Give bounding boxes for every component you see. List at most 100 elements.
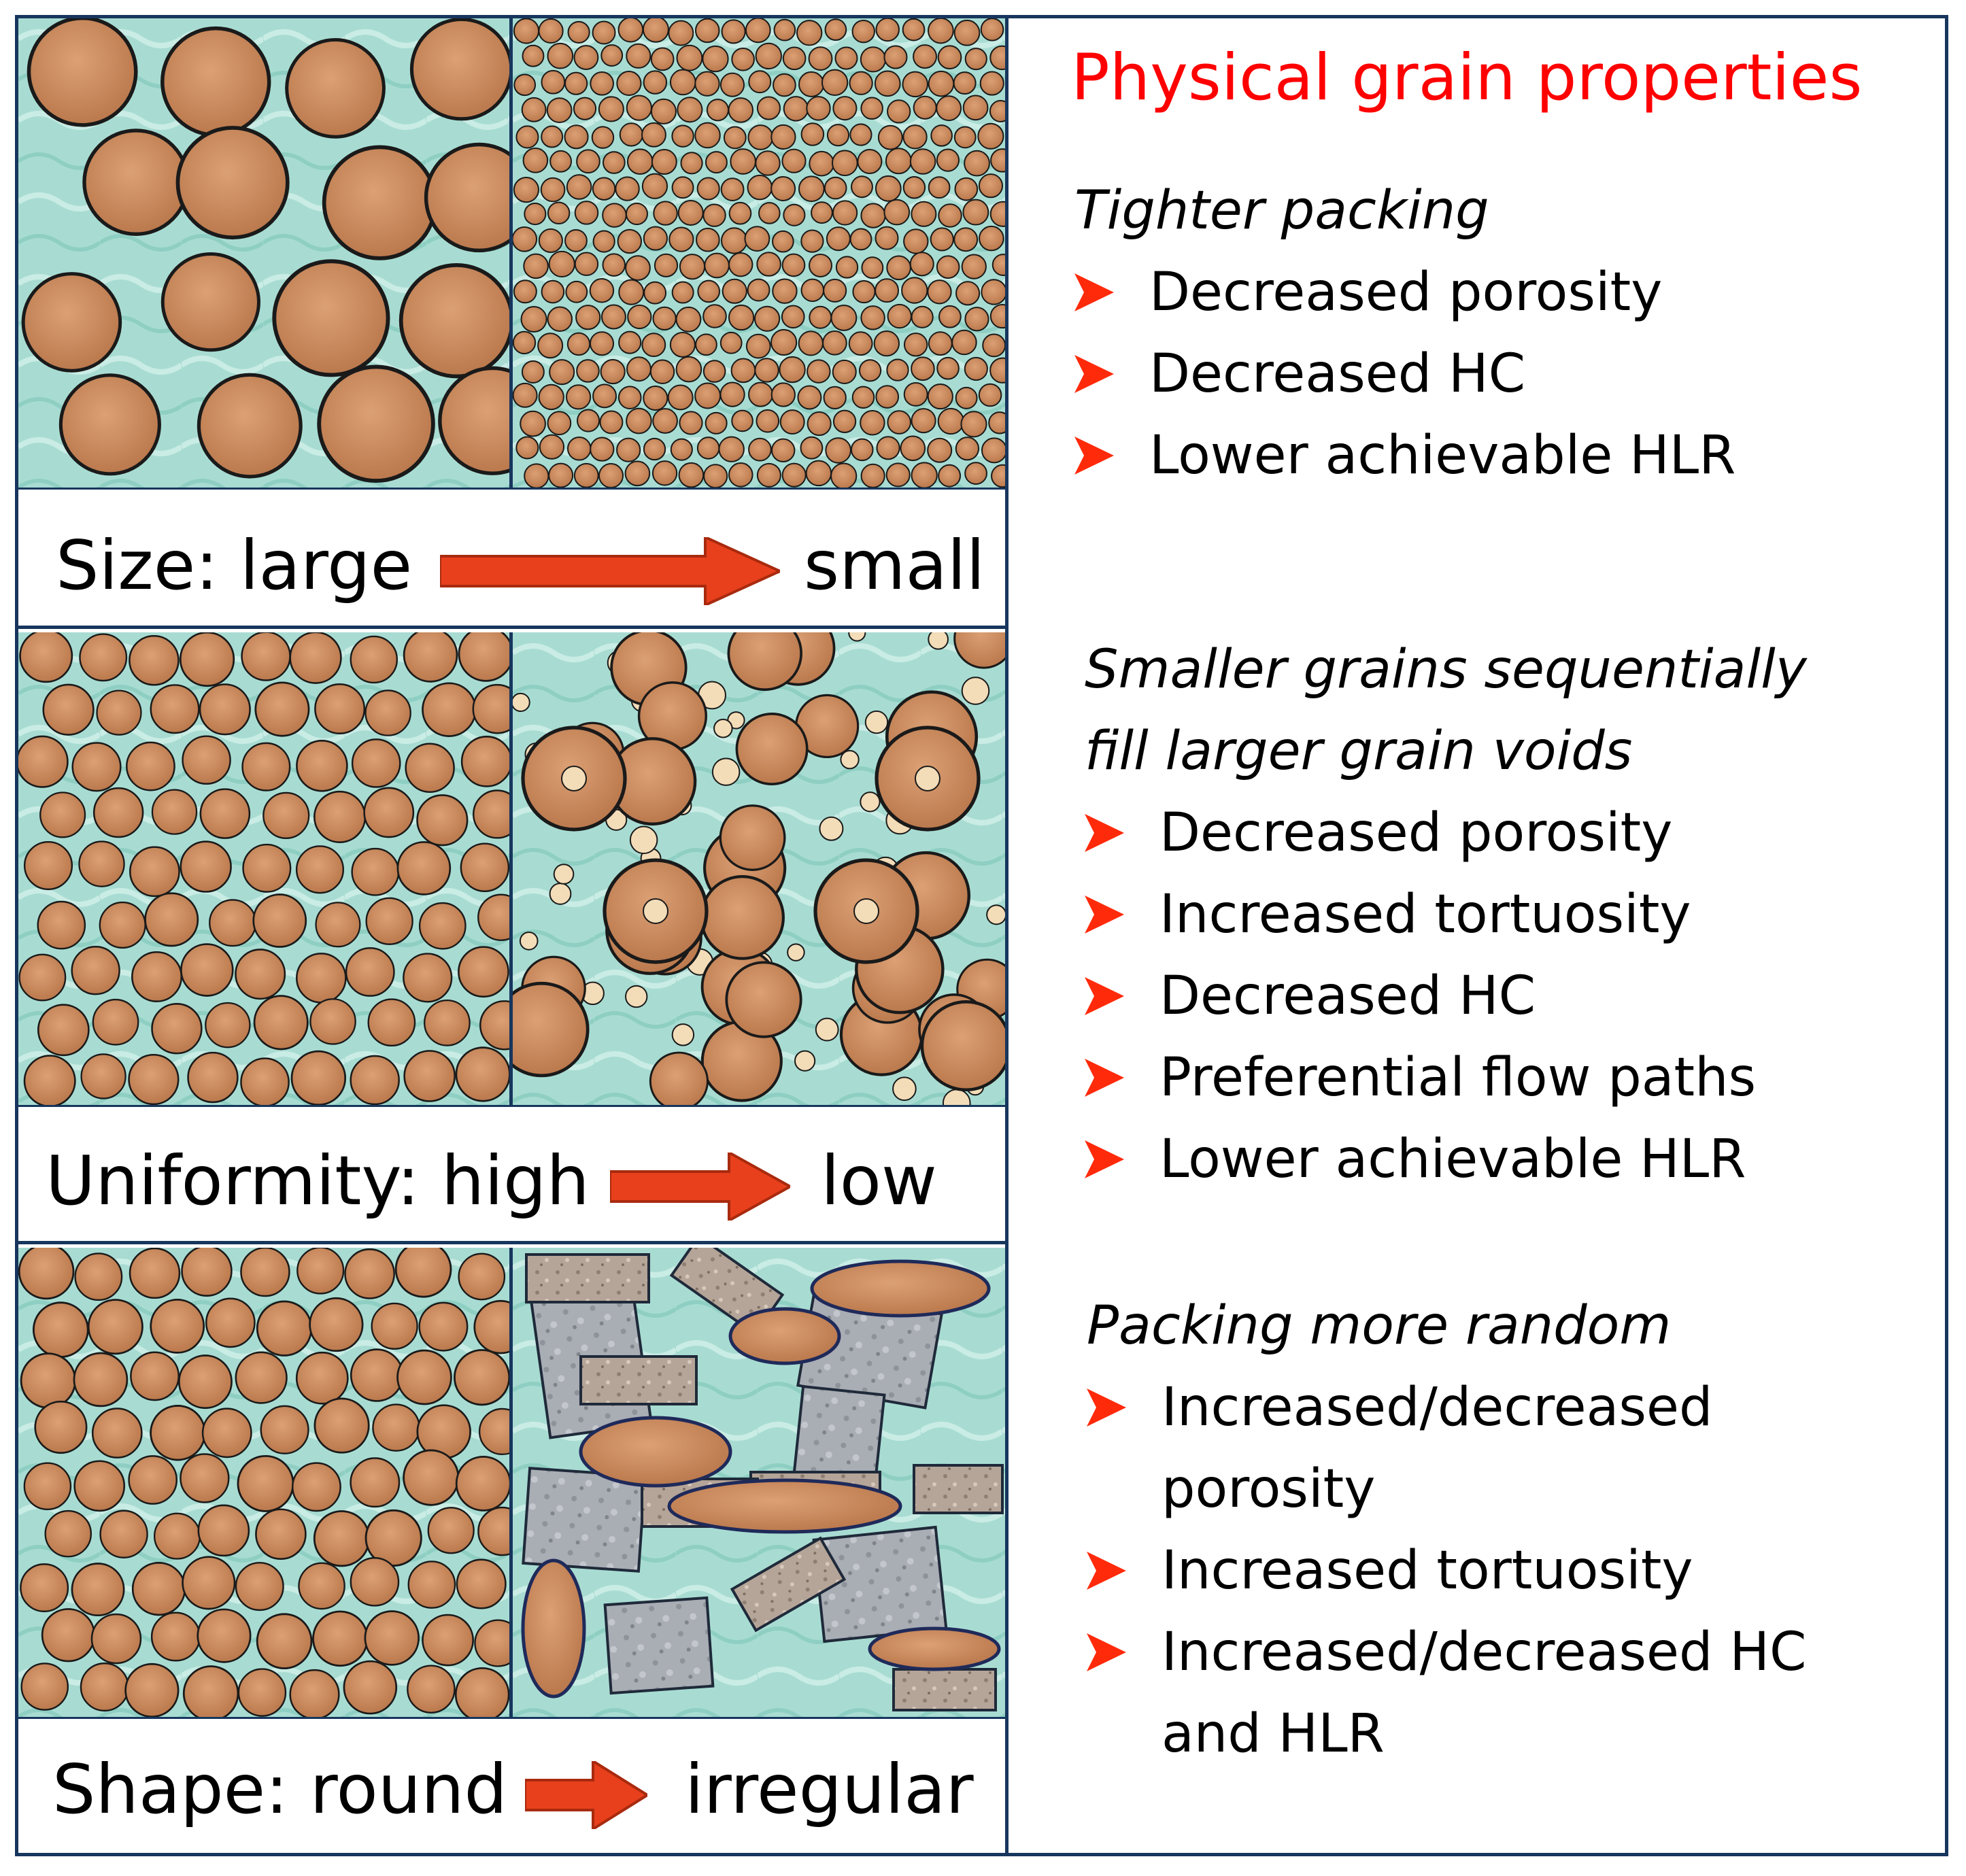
grain bbox=[794, 1050, 816, 1072]
grain bbox=[18, 1248, 75, 1300]
grain bbox=[187, 1051, 239, 1104]
grain bbox=[981, 437, 1005, 464]
grain bbox=[473, 1299, 509, 1354]
grain bbox=[626, 407, 652, 434]
grain bbox=[151, 789, 198, 835]
grain bbox=[396, 841, 452, 896]
grain bbox=[513, 692, 530, 713]
grain bbox=[367, 998, 416, 1047]
grain bbox=[474, 1619, 509, 1667]
grain bbox=[547, 42, 574, 69]
list-item: Lower achievable HLR bbox=[1074, 415, 1931, 496]
grain bbox=[758, 202, 781, 224]
grain bbox=[781, 253, 806, 277]
grain bbox=[624, 460, 651, 487]
grain bbox=[363, 787, 415, 838]
grain bbox=[694, 122, 721, 149]
section-heading: Tighter packing bbox=[1074, 180, 1489, 241]
grain bbox=[991, 464, 1005, 488]
grain bbox=[927, 279, 952, 305]
grain bbox=[978, 383, 1002, 407]
grain bbox=[625, 255, 651, 281]
grain bbox=[849, 71, 873, 95]
grain bbox=[23, 840, 73, 891]
grain bbox=[589, 331, 615, 356]
grain bbox=[598, 96, 624, 122]
grain bbox=[853, 898, 879, 924]
grain bbox=[513, 981, 590, 1078]
uniformity-row-label: Uniformity: high low bbox=[18, 1129, 1005, 1231]
grain bbox=[860, 305, 885, 330]
grain bbox=[344, 1248, 395, 1299]
grain bbox=[669, 331, 696, 358]
grain bbox=[953, 126, 977, 149]
grain bbox=[964, 307, 989, 332]
grain bbox=[858, 359, 882, 382]
grain bbox=[955, 281, 981, 306]
grain bbox=[982, 333, 1005, 358]
grain bbox=[911, 408, 936, 434]
grain bbox=[779, 356, 806, 383]
grain bbox=[860, 410, 885, 436]
section-packing-random: Packing more random Increased/decreased … bbox=[1087, 1285, 1869, 1775]
uniform-grains-illustration bbox=[18, 632, 509, 1105]
grain bbox=[840, 750, 860, 770]
grain bbox=[175, 126, 290, 240]
grain bbox=[291, 1462, 341, 1512]
elongated-grain bbox=[868, 1626, 1001, 1671]
grain bbox=[927, 383, 953, 410]
grain bbox=[523, 253, 549, 279]
grain bbox=[902, 18, 926, 41]
grain bbox=[345, 947, 395, 997]
grain bbox=[454, 1667, 509, 1717]
grain bbox=[851, 19, 875, 44]
grain bbox=[911, 305, 934, 328]
grain bbox=[205, 1297, 256, 1348]
grain bbox=[748, 437, 772, 462]
grain bbox=[719, 381, 745, 407]
grain bbox=[677, 97, 703, 123]
grain bbox=[809, 254, 832, 277]
grain bbox=[713, 718, 733, 738]
grain bbox=[953, 632, 1005, 669]
grain bbox=[561, 766, 587, 791]
grain bbox=[815, 1017, 839, 1042]
grain bbox=[295, 845, 345, 894]
grain bbox=[936, 255, 960, 279]
grain bbox=[903, 228, 929, 254]
grain bbox=[74, 1252, 123, 1301]
grain bbox=[953, 71, 977, 95]
grain bbox=[576, 149, 600, 174]
grain bbox=[961, 254, 987, 279]
grain bbox=[522, 44, 545, 67]
section-heading: fill larger grain voids bbox=[1085, 721, 1633, 782]
grain bbox=[418, 1301, 469, 1352]
grain bbox=[979, 71, 1004, 96]
grain bbox=[731, 47, 755, 71]
grain bbox=[458, 632, 509, 682]
shape-label-left: Shape: round bbox=[52, 1750, 507, 1829]
grain bbox=[797, 385, 822, 410]
grain bbox=[886, 358, 909, 381]
grain bbox=[903, 332, 928, 357]
grain bbox=[900, 435, 926, 462]
irregular-grain bbox=[525, 1253, 650, 1303]
grain bbox=[254, 681, 310, 737]
grain bbox=[770, 175, 796, 201]
grain bbox=[564, 71, 588, 95]
grain bbox=[964, 150, 990, 177]
grain bbox=[675, 356, 702, 383]
grain bbox=[592, 177, 616, 201]
grain bbox=[80, 1053, 126, 1099]
grain bbox=[728, 97, 754, 123]
grain bbox=[285, 38, 386, 139]
grain bbox=[643, 437, 666, 461]
grain bbox=[199, 788, 251, 839]
grain bbox=[199, 683, 251, 736]
grain bbox=[591, 126, 615, 149]
grain bbox=[42, 683, 95, 736]
grain bbox=[21, 272, 122, 373]
grain bbox=[573, 97, 597, 120]
grain bbox=[58, 373, 161, 476]
grain bbox=[783, 203, 806, 226]
